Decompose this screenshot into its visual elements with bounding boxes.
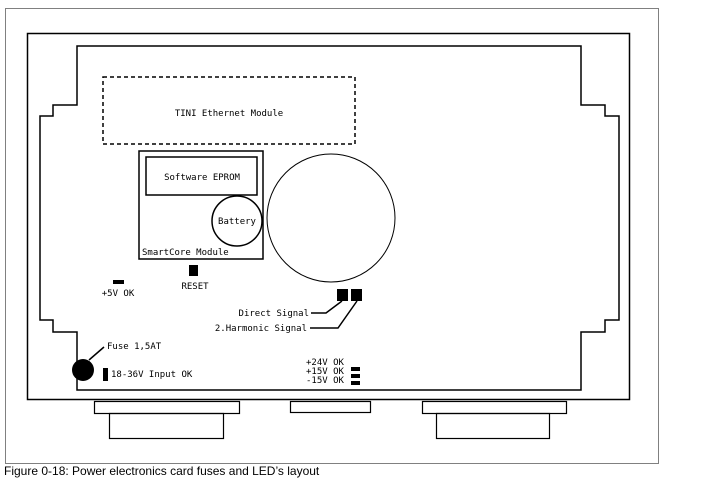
smartcore-module — [138, 150, 264, 260]
large-round-component — [266, 153, 396, 283]
direct-signal-label: Direct Signal — [239, 309, 309, 319]
fuse-leader — [88, 346, 105, 361]
smartcore-module-label: SmartCore Module — [142, 248, 229, 258]
reset-button — [189, 265, 198, 276]
fuse-label: Fuse 1,5AT — [107, 342, 162, 352]
card-outline — [26, 32, 631, 401]
led-5v-label: +5V OK — [102, 289, 135, 299]
led-15v-label: +15V OK — [306, 367, 345, 377]
direct-signal-leader — [311, 300, 343, 314]
tini-module-label: TINI Ethernet Module — [175, 109, 283, 119]
reset-label: RESET — [181, 282, 209, 292]
led-direct-signal — [337, 289, 348, 301]
software-eprom — [145, 156, 258, 196]
led-24v-label: +24V OK — [306, 358, 345, 368]
led-harmonic-signal — [351, 289, 362, 301]
connector-middle — [289, 400, 372, 414]
fuse-1-5at — [72, 359, 94, 381]
software-eprom-label: Software EPROM — [164, 173, 240, 183]
battery-label: Battery — [218, 217, 257, 227]
led-5v — [113, 280, 124, 284]
connector-left — [93, 400, 241, 440]
tini-ethernet-module — [102, 76, 356, 145]
led-15v — [351, 367, 360, 371]
led-input-ok — [103, 368, 108, 381]
input-ok-label: 18-36V Input OK — [111, 370, 193, 380]
harmonic-signal-leader — [310, 300, 358, 329]
led-m15v — [351, 381, 360, 385]
battery — [211, 195, 263, 247]
figure-caption: Figure 0-18: Power electronics card fuse… — [4, 464, 320, 478]
housing-outline — [39, 45, 620, 391]
led-m15v-label: -15V OK — [306, 376, 345, 386]
figure-frame — [5, 8, 659, 464]
led-24v — [351, 374, 360, 378]
connector-right — [421, 400, 568, 440]
harmonic-signal-label: 2.Harmonic Signal — [215, 324, 307, 334]
